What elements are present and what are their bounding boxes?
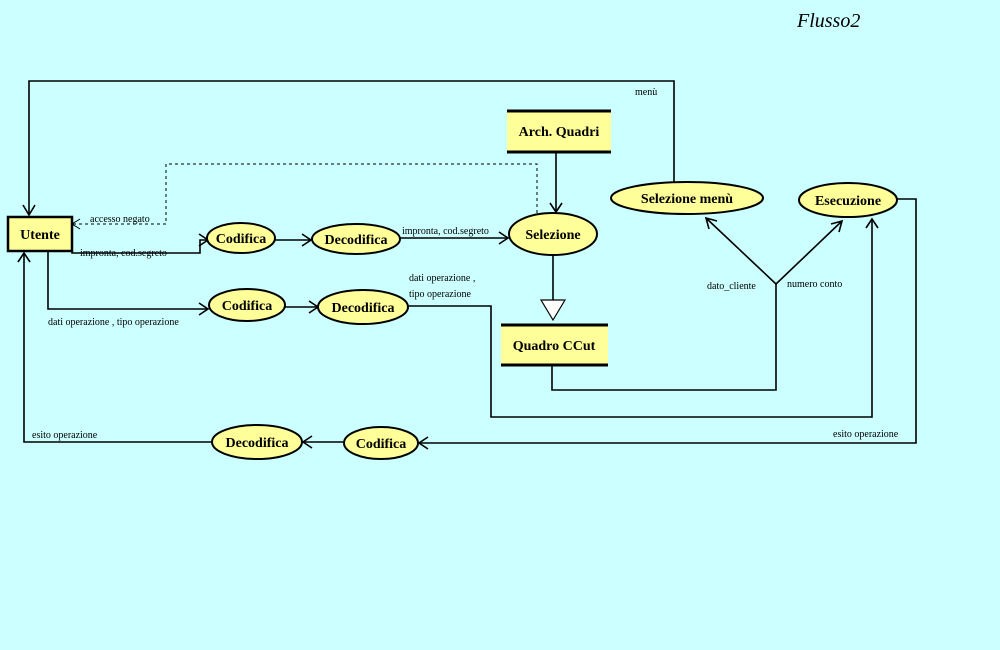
node-codifica-1-label: Codifica — [216, 232, 267, 247]
store-arch-quadri-label: Arch. Quadri — [519, 125, 600, 140]
node-esecuzione: Esecuzione — [798, 182, 898, 218]
store-arch-quadri: Arch. Quadri — [507, 109, 611, 154]
arrowhead-decodifica1 — [301, 233, 313, 247]
arrowhead-codifica2 — [198, 302, 210, 316]
node-decodifica-2-label: Decodifica — [332, 301, 395, 316]
arrowhead-selezione-menu — [704, 216, 718, 230]
edge-label-numero-conto: numero conto — [787, 279, 842, 290]
edge-label-dati-operazione-1: dati operazione , tipo operazione — [48, 317, 179, 328]
arrowhead-esecuzione — [830, 219, 844, 233]
edge-label-esito-right: esito operazione — [833, 429, 899, 440]
node-utente: Utente — [6, 215, 74, 253]
node-selezione-label: Selezione — [525, 228, 580, 243]
edge-label-dati-operazione-2b: tipo operazione — [409, 289, 471, 300]
node-decodifica-3: Decodifica — [211, 424, 303, 460]
node-selezione-menu-label: Selezione menù — [641, 192, 733, 207]
connector-decodifica3-utente — [23, 253, 212, 443]
store-quadro-ccut: Quadro CCut — [501, 323, 608, 367]
connector-accesso-negato — [72, 163, 538, 225]
node-codifica-3-label: Codifica — [356, 437, 407, 452]
connector-decodifica2-esecuzione — [408, 219, 873, 418]
edge-label-accesso-negato: accesso negato — [90, 214, 150, 225]
node-codifica-2-label: Codifica — [222, 299, 273, 314]
edge-label-impronta-2: impronta, cod.segreto — [402, 226, 489, 237]
arrowhead-arch-selezione — [549, 202, 563, 214]
connector-junction-esecuzione — [775, 220, 843, 285]
edge-label-impronta-1: impronta, cod.segreto — [80, 248, 167, 259]
connector-menu — [28, 80, 675, 215]
node-selezione-menu: Selezione menù — [610, 181, 764, 215]
node-codifica-1: Codifica — [206, 222, 276, 254]
connector-utente-codifica2 — [47, 252, 208, 310]
diagram-title: Flusso2 — [796, 10, 860, 32]
edge-label-esito-left: esito operazione — [32, 430, 98, 441]
connector-junction-selezione-menu — [705, 217, 777, 285]
arrowhead-quadro — [539, 299, 567, 322]
edge-label-dato-cliente: dato_cliente — [707, 281, 756, 292]
node-decodifica-1: Decodifica — [311, 223, 401, 255]
arrowhead-selezione — [498, 231, 510, 245]
node-decodifica-1-label: Decodifica — [325, 233, 388, 248]
arrowhead-esecuzione-bottom — [865, 217, 879, 229]
node-codifica-2: Codifica — [208, 288, 286, 322]
node-utente-label: Utente — [20, 228, 60, 243]
node-decodifica-2: Decodifica — [317, 289, 409, 325]
arrowhead-utente-bottom — [17, 251, 31, 263]
connector-esecuzione-codifica3 — [419, 198, 917, 444]
arrowhead-menu — [22, 204, 36, 217]
node-decodifica-3-label: Decodifica — [226, 436, 289, 451]
edge-label-menu: menù — [635, 87, 657, 98]
connector-quadro-junction — [551, 284, 777, 391]
store-quadro-ccut-label: Quadro CCut — [513, 339, 596, 354]
edge-label-dati-operazione-2a: dati operazione , — [409, 273, 475, 284]
node-selezione: Selezione — [508, 212, 598, 256]
node-codifica-3: Codifica — [343, 426, 419, 460]
node-esecuzione-label: Esecuzione — [815, 194, 881, 209]
